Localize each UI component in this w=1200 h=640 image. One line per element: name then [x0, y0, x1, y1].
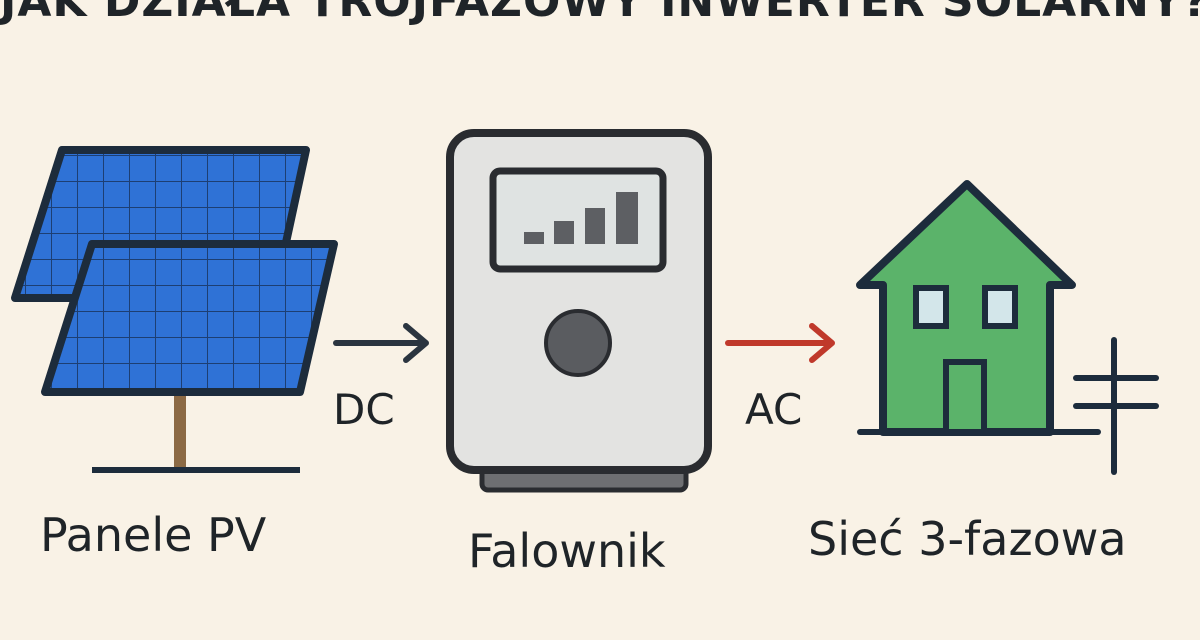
ac-label: AC: [745, 385, 803, 434]
panels-label: Panele PV: [40, 508, 267, 562]
grid-label: Sieć 3-fazowa: [808, 512, 1127, 566]
dc-arrow: [333, 323, 429, 363]
diagram-title: JAK DZIAŁA TRÓJFAZOWY INWERTER SOLARNY?: [0, 0, 1200, 27]
solar-panel-icon: [11, 146, 338, 473]
inverter-label: Falownik: [468, 524, 666, 578]
signal-bars-icon: [524, 192, 638, 244]
inverter-knob: [544, 309, 612, 377]
inverter-icon: [446, 129, 712, 493]
dc-label: DC: [333, 385, 395, 434]
power-pole-icon: [1073, 337, 1159, 475]
ac-arrow: [725, 323, 835, 363]
house-icon: [856, 180, 1101, 436]
